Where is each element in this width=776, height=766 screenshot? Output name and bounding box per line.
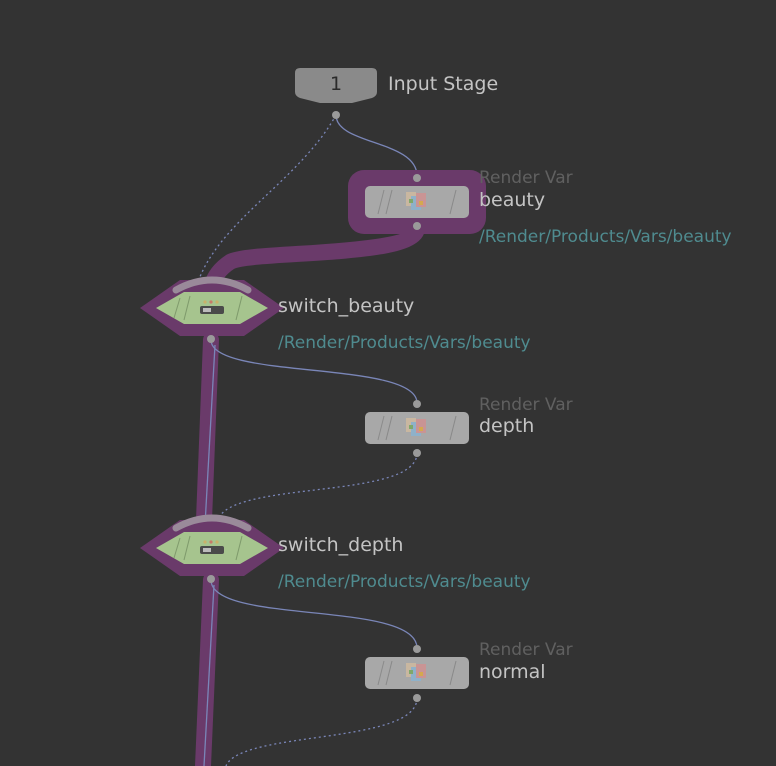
switch-depth-name[interactable]: switch_depth (278, 534, 404, 556)
node-top-bar (172, 276, 252, 294)
wire-depth-to-switch-depth (217, 452, 418, 521)
switch-beauty-name[interactable]: switch_beauty (278, 295, 415, 317)
render-var-beauty-node[interactable] (348, 170, 486, 234)
wire-center-a (204, 344, 216, 526)
switch-icon (200, 300, 224, 314)
input-stage-output-port[interactable] (332, 111, 340, 119)
node-stripes (377, 415, 457, 441)
input-stage-shape (295, 68, 377, 103)
node-stripes (377, 660, 457, 686)
switch-depth-path: /Render/Products/Vars/beauty (278, 572, 531, 592)
switch-beauty-node[interactable] (140, 276, 284, 343)
output-port[interactable] (413, 222, 421, 230)
wire-normal-down (225, 697, 418, 766)
node-stripes (377, 189, 457, 215)
wire-switch-beauty-to-depth (210, 339, 418, 404)
output-port[interactable] (207, 335, 215, 343)
wire-beauty-to-switch-beauty (204, 220, 425, 293)
render-var-depth-type: Render Var (479, 395, 573, 415)
node-stripes (173, 535, 243, 561)
connection-wires (203, 114, 418, 766)
render-var-icon (406, 192, 426, 210)
render-var-icon (406, 663, 426, 681)
node-stripes (173, 295, 243, 321)
render-var-depth-name[interactable]: depth (479, 415, 535, 437)
switch-depth-node[interactable] (140, 514, 284, 583)
switch-beauty-path: /Render/Products/Vars/beauty (278, 333, 531, 353)
render-var-beauty-path: /Render/Products/Vars/beauty (479, 227, 732, 247)
input-stage-index: 1 (330, 73, 343, 95)
input-stage-label: Input Stage (388, 73, 499, 95)
output-port[interactable] (413, 449, 421, 457)
render-var-normal-node[interactable] (365, 645, 469, 702)
render-var-normal-name[interactable]: normal (479, 661, 546, 683)
wire-center-b (203, 584, 215, 766)
output-port[interactable] (413, 694, 421, 702)
wire-input-to-beauty (335, 114, 418, 177)
input-port[interactable] (413, 400, 421, 408)
output-port[interactable] (207, 575, 215, 583)
wire-switch-depth-to-normal (210, 579, 418, 649)
display-path-wires (195, 220, 425, 766)
input-stage-node[interactable] (295, 68, 377, 119)
node-top-bar (172, 514, 252, 532)
render-var-beauty-type: Render Var (479, 168, 573, 188)
switch-icon (200, 540, 224, 554)
wire-switch-depth-down (195, 572, 219, 766)
wire-switch-beauty-to-switch-depth (196, 332, 219, 528)
render-var-beauty-name[interactable]: beauty (479, 189, 546, 211)
render-var-icon (406, 418, 426, 436)
render-var-normal-type: Render Var (479, 640, 573, 660)
input-port[interactable] (413, 174, 421, 182)
dotted-wires (197, 114, 418, 766)
render-var-depth-node[interactable] (365, 400, 469, 457)
input-port[interactable] (413, 645, 421, 653)
